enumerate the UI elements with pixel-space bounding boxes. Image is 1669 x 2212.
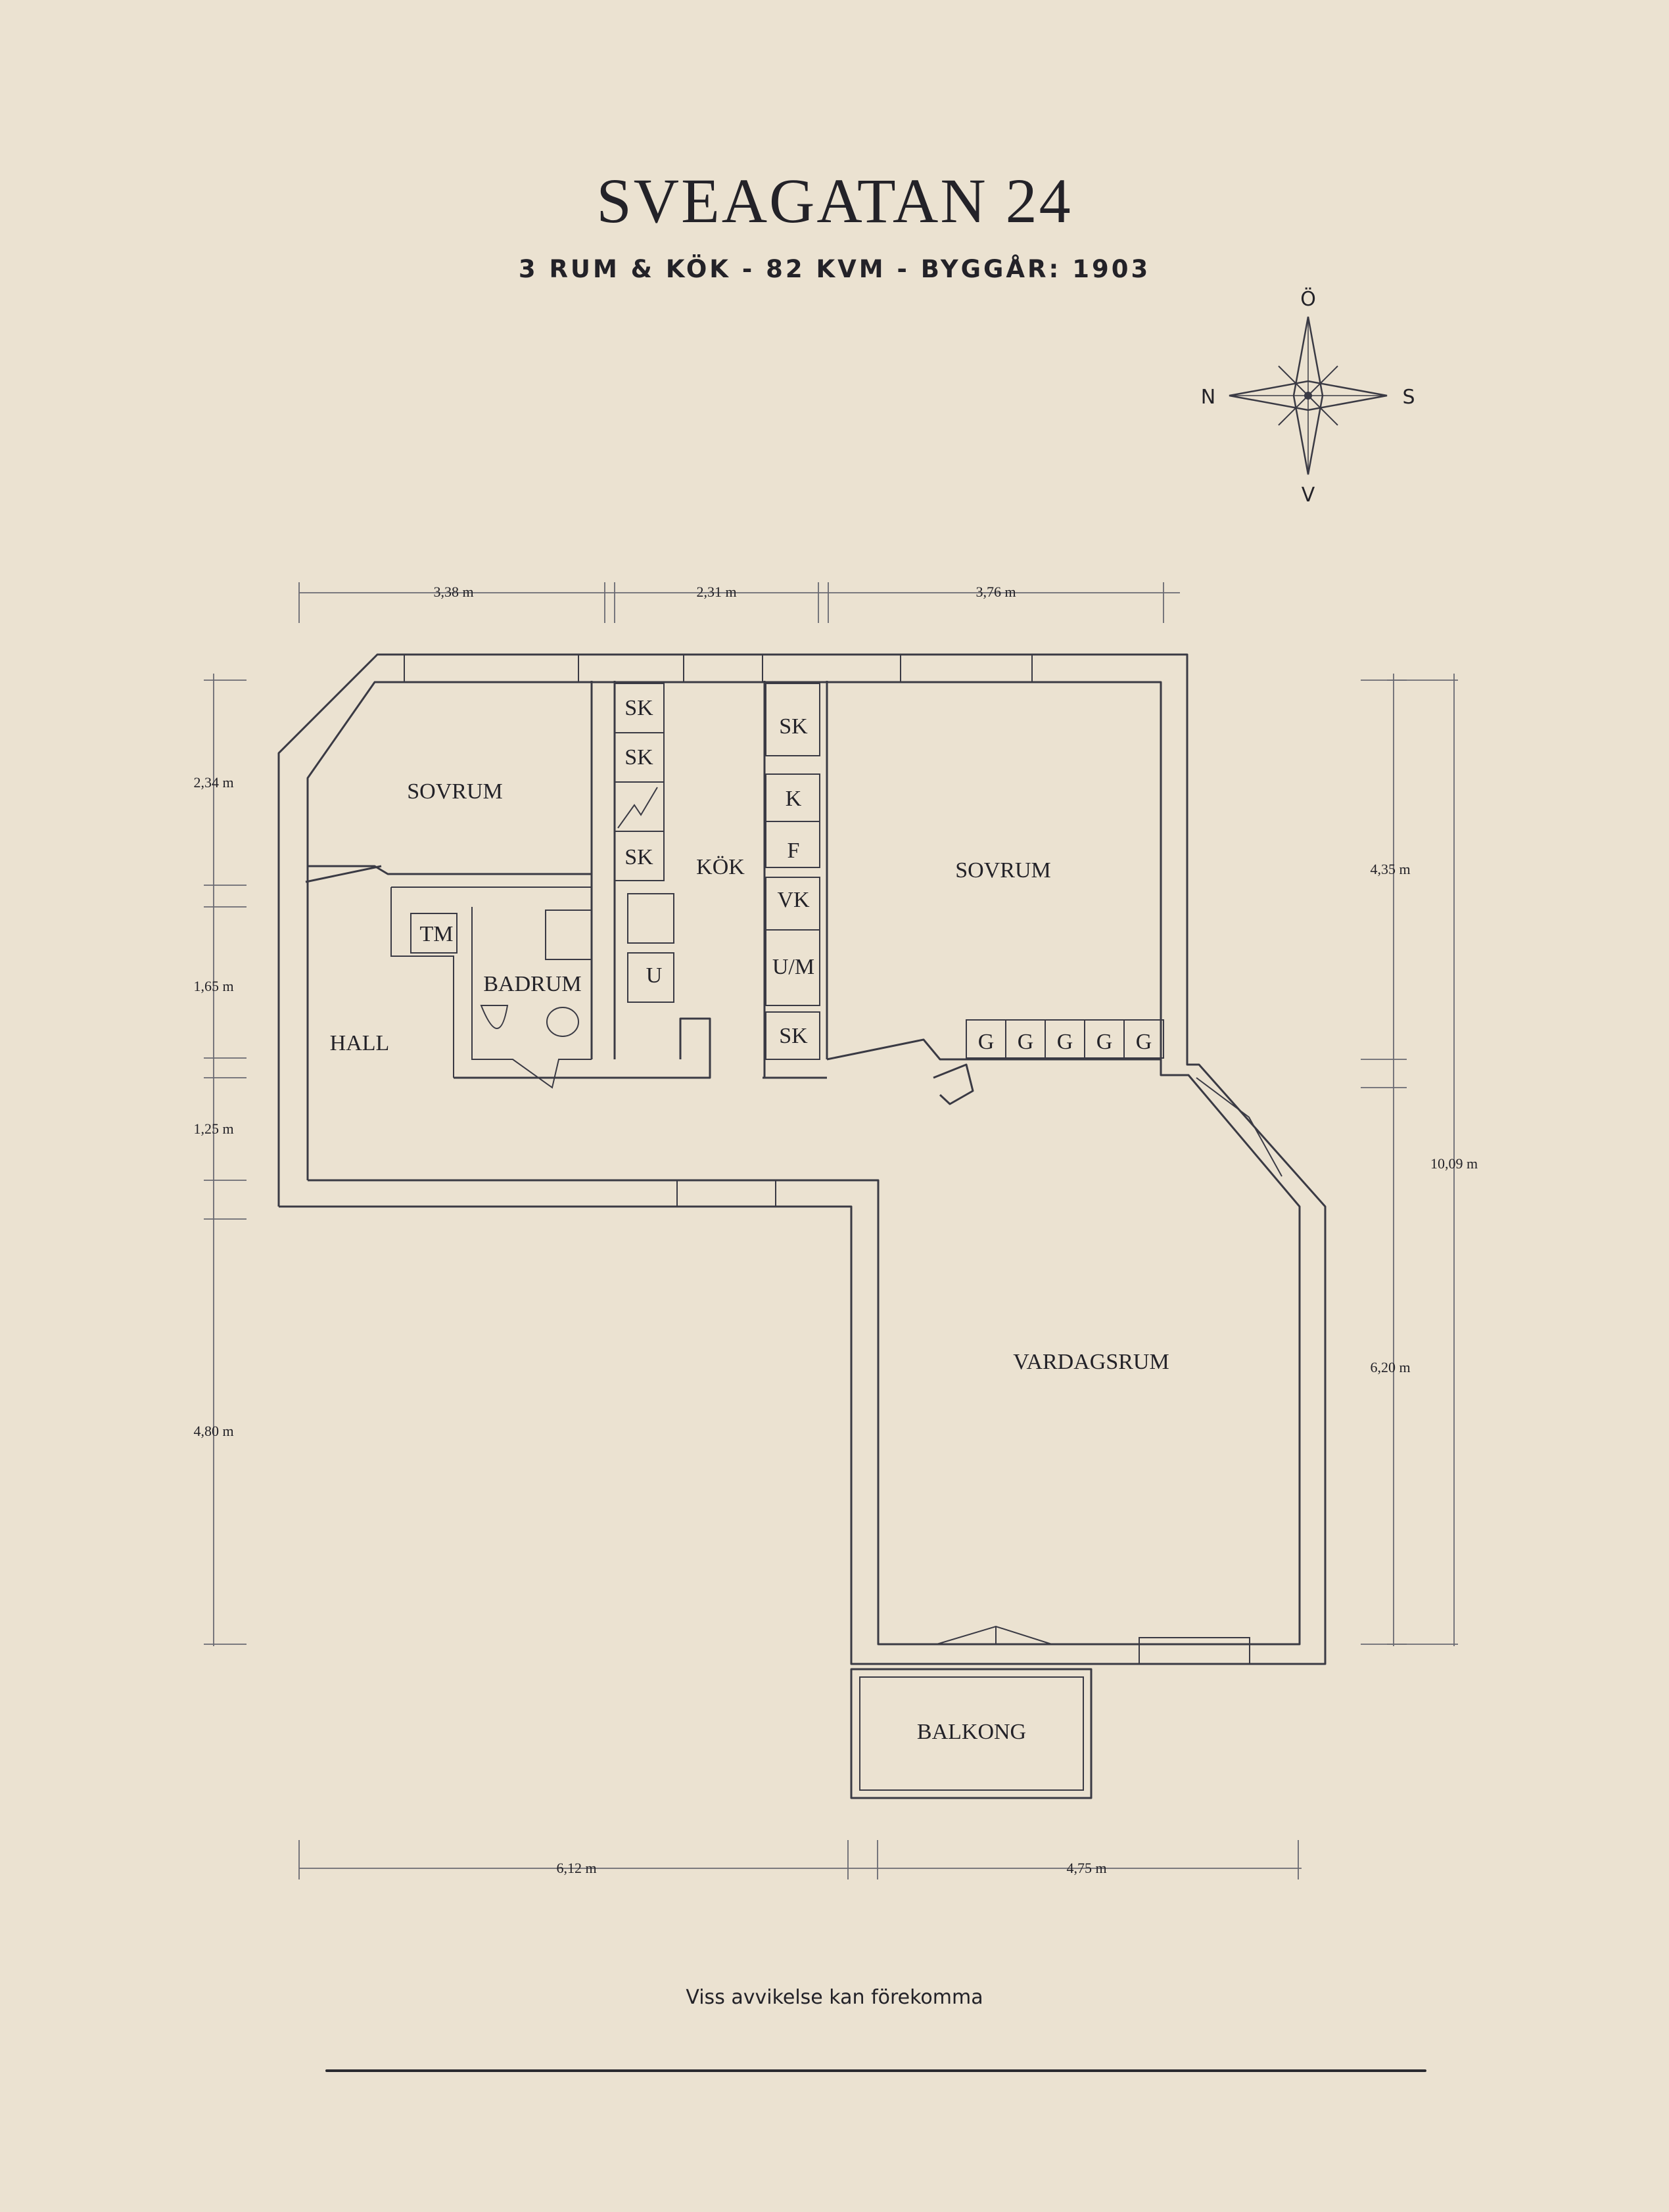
fridge-label: F bbox=[787, 839, 800, 863]
interior-walls bbox=[305, 681, 1282, 1645]
room-kok: KÖK bbox=[696, 855, 745, 879]
room-sovrum-1: SOVRUM bbox=[407, 779, 502, 804]
wardrobe-label: G bbox=[1018, 1030, 1034, 1054]
tm-label: TM bbox=[420, 922, 454, 946]
disclaimer: Viss avvikelse kan förekomma bbox=[686, 1986, 983, 2009]
oven-label: U bbox=[646, 963, 663, 988]
page-title: SVEAGATAN 24 bbox=[596, 166, 1073, 236]
footer-rule bbox=[325, 2069, 1426, 2072]
balcony bbox=[850, 1668, 1093, 1799]
dimension-label: 2,34 m bbox=[193, 774, 233, 791]
wardrobe-label: G bbox=[1057, 1030, 1073, 1054]
dimension-label: 4,35 m bbox=[1370, 861, 1410, 877]
cabinet-label: SK bbox=[624, 745, 653, 770]
dimension-lines bbox=[204, 582, 1458, 1879]
dimension-label: 4,80 m bbox=[193, 1423, 233, 1439]
sink-label: VK bbox=[777, 888, 810, 912]
dimension-label: 2,31 m bbox=[696, 584, 736, 600]
wardrobe-label: G bbox=[1096, 1030, 1113, 1054]
compass-rose-icon bbox=[1229, 316, 1388, 475]
compass-east-label: S bbox=[1402, 386, 1415, 409]
kitchen-left-cabinets bbox=[614, 683, 674, 1003]
compass-west-label: N bbox=[1201, 386, 1215, 409]
dimension-label: 6,20 m bbox=[1370, 1359, 1410, 1375]
property-summary: 3 RUM & KÖK - 82 KVM - BYGGÅR: 1903 bbox=[518, 255, 1151, 283]
windows bbox=[404, 654, 1250, 1665]
dimension-label: 3,76 m bbox=[976, 584, 1016, 600]
wardrobe-label: G bbox=[1136, 1030, 1152, 1054]
dimension-label: 1,65 m bbox=[193, 978, 233, 994]
room-vardagsrum: VARDAGSRUM bbox=[1013, 1350, 1169, 1374]
cabinet-label: SK bbox=[779, 1024, 808, 1048]
stove-label: K bbox=[786, 787, 802, 811]
dimension-label: 6,12 m bbox=[556, 1860, 596, 1876]
outer-walls bbox=[277, 653, 1327, 1665]
dimension-label: 4,75 m bbox=[1066, 1860, 1106, 1876]
room-balkong: BALKONG bbox=[917, 1720, 1026, 1744]
cabinet-label: SK bbox=[624, 696, 653, 720]
compass-north-label: Ö bbox=[1300, 287, 1316, 311]
wardrobe-label: G bbox=[978, 1030, 995, 1054]
cabinet-label: SK bbox=[624, 845, 653, 869]
compass-south-label: V bbox=[1302, 484, 1315, 507]
room-badrum: BADRUM bbox=[483, 972, 581, 996]
dishwasher-label: U/M bbox=[772, 955, 814, 979]
room-sovrum-2: SOVRUM bbox=[955, 858, 1050, 883]
cabinet-label: SK bbox=[779, 714, 808, 739]
wardrobes bbox=[966, 1019, 1164, 1059]
kitchen-right-column bbox=[765, 683, 820, 1060]
dimension-label: 1,25 m bbox=[193, 1120, 233, 1137]
dimension-label: 10,09 m bbox=[1430, 1155, 1478, 1172]
dimension-label: 3,38 m bbox=[433, 584, 473, 600]
room-hall: HALL bbox=[330, 1031, 390, 1055]
